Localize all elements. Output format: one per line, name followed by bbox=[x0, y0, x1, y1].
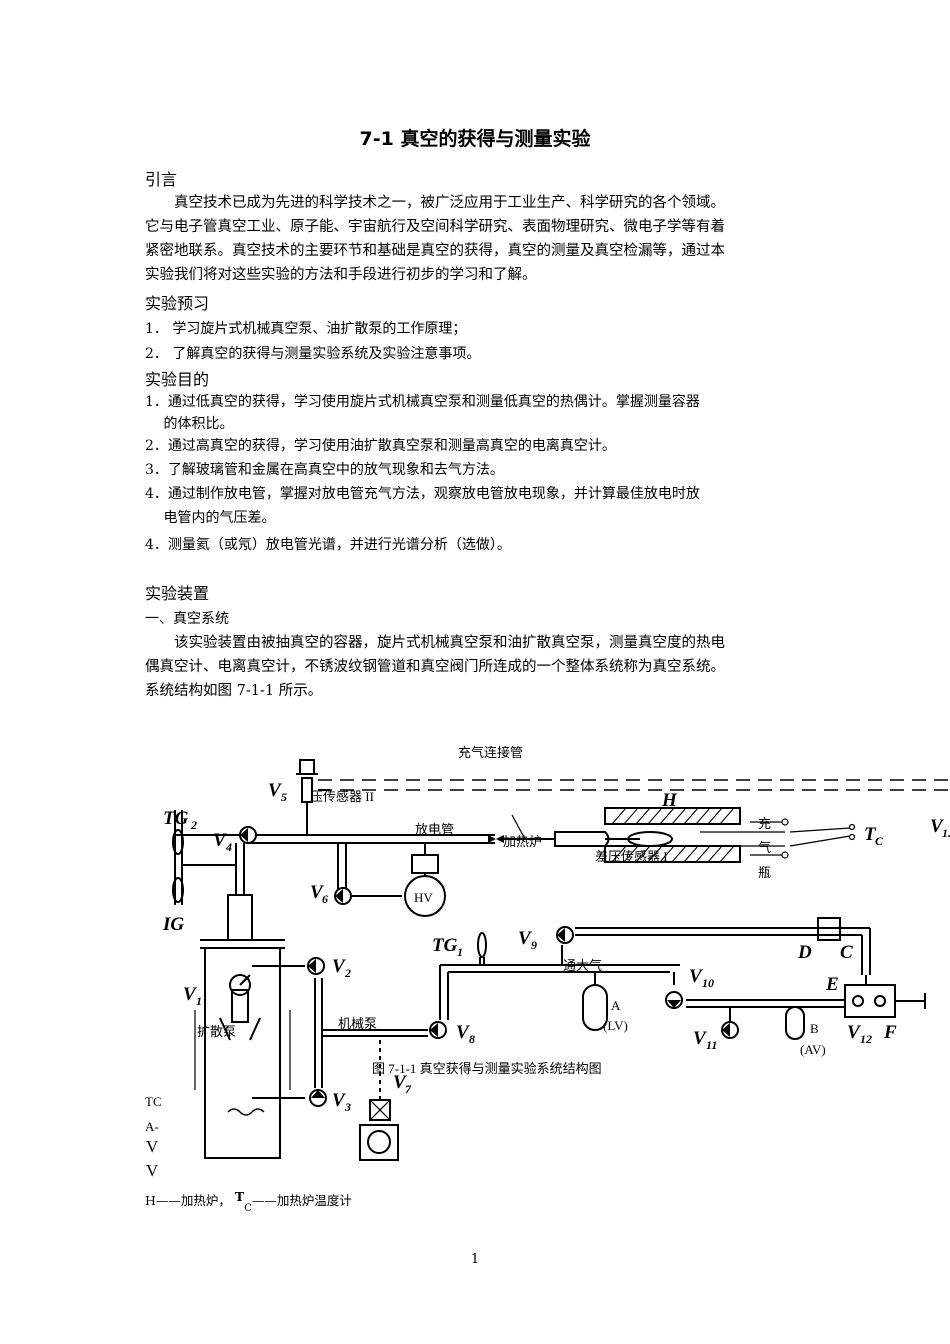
fragment-tc: TC bbox=[145, 1094, 162, 1109]
preview-heading: 实验预习 bbox=[145, 294, 210, 313]
label-heating-furnace: 加热炉 bbox=[503, 834, 542, 849]
purpose-item: 的体积比。 bbox=[145, 416, 234, 432]
label-v11: V bbox=[693, 1028, 707, 1049]
svg-text:5: 5 bbox=[281, 790, 287, 804]
diffusion-pump bbox=[204, 947, 281, 1159]
page-title: 7-1 真空的获得与测量实验 bbox=[359, 128, 591, 150]
svg-text:3: 3 bbox=[344, 1100, 351, 1114]
label-v8: V bbox=[456, 1022, 470, 1043]
purpose-item: 1．通过低真空的获得，学习使用旋片式机械真空泵和测量低真空的热偶计。掌握测量容器 bbox=[145, 394, 700, 410]
fragment-v2: V bbox=[146, 1161, 159, 1180]
purpose-heading: 实验目的 bbox=[145, 370, 210, 389]
label-v7: V bbox=[393, 1072, 407, 1093]
intro-line: 紧密地联系。真空技术的主要环节和基础是真空的获得，真空的测量及真空检漏等，通过本 bbox=[145, 243, 725, 259]
label-hv: HV bbox=[414, 890, 433, 905]
purpose-item: 3．了解玻璃管和金属在高真空中的放气现象和去气方法。 bbox=[145, 462, 504, 478]
label-discharge-tube: 放电管 bbox=[415, 822, 454, 837]
apparatus-subheading: 一、真空系统 bbox=[145, 611, 229, 627]
figure-caption: 图 7-1-1 真空获得与测量实验系统结构图 bbox=[372, 1061, 602, 1076]
label-v5: V bbox=[268, 780, 282, 801]
apparatus-heading: 实验装置 bbox=[145, 584, 210, 603]
purpose-item: 2．通过高真空的获得，学习使用油扩散真空泵和测量高真空的电离真空计。 bbox=[145, 438, 616, 454]
preview-item: 1． 学习旋片式机械真空泵、油扩散泵的工作原理； bbox=[145, 321, 467, 337]
intro-heading: 引言 bbox=[145, 170, 178, 189]
label-c: C bbox=[840, 942, 853, 963]
purpose-item: 4．通过制作放电管，掌握对放电管充气方法，观察放电管放电现象，并计算最佳放电时放 bbox=[145, 486, 700, 502]
label-v10: V bbox=[689, 966, 703, 987]
label-tg1: TG bbox=[432, 935, 458, 956]
svg-text:12: 12 bbox=[860, 1032, 872, 1046]
label-f: F bbox=[883, 1022, 897, 1043]
page-number: 1 bbox=[470, 1252, 480, 1267]
svg-text:1: 1 bbox=[196, 994, 202, 1008]
label-v6: V bbox=[310, 882, 324, 903]
svg-text:6: 6 bbox=[322, 892, 328, 906]
label-bottle-3: 瓶 bbox=[758, 865, 771, 880]
label-v13: V bbox=[930, 816, 944, 837]
label-v1: V bbox=[183, 984, 197, 1005]
label-a: A bbox=[611, 998, 621, 1013]
label-v2: V bbox=[332, 956, 346, 977]
label-d: D bbox=[797, 942, 812, 963]
svg-text:9: 9 bbox=[531, 938, 537, 952]
label-v3: V bbox=[332, 1090, 346, 1111]
intro-line: 它与电子管真空工业、原子能、宇宙航行及空间科学研究、表面物理研究、微电子学等有着 bbox=[145, 219, 725, 235]
label-ig: IG bbox=[162, 914, 184, 935]
av-bottle bbox=[785, 1006, 805, 1040]
label-mech-pump: 机械泵 bbox=[338, 1016, 377, 1031]
fragment-v1: V bbox=[146, 1137, 159, 1156]
svg-text:11: 11 bbox=[706, 1038, 717, 1052]
label-lv: (LV) bbox=[603, 1018, 628, 1033]
svg-text:2: 2 bbox=[344, 966, 351, 980]
fragment-a: A- bbox=[145, 1119, 159, 1134]
label-diff-sensor: 差压传感器 I bbox=[595, 849, 668, 864]
apparatus-line: 偶真空计、电离真空计，不锈波纹钢管道和真空阀门所连成的一个整体系统称为真空系统。 bbox=[145, 659, 725, 675]
label-bottle-1: 充 bbox=[758, 816, 771, 831]
label-tg2: TG bbox=[163, 808, 189, 829]
label-v12: V bbox=[847, 1022, 861, 1043]
label-av: (AV) bbox=[800, 1042, 826, 1057]
intro-line: 真空技术已成为先进的科学技术之一，被广泛应用于工业生产、科学研究的各个领域。 bbox=[145, 195, 725, 211]
purpose-item: 电管内的气压差。 bbox=[145, 510, 276, 526]
legend-line: H——加热炉， TC——加热炉温度计 bbox=[145, 1189, 352, 1214]
label-v4: V bbox=[213, 830, 227, 851]
label-sensor2: 压传感器 II bbox=[310, 789, 374, 804]
label-tc: T bbox=[864, 824, 877, 845]
svg-text:7: 7 bbox=[405, 1082, 412, 1096]
label-v9: V bbox=[518, 928, 532, 949]
label-h: H bbox=[661, 790, 678, 811]
svg-text:C: C bbox=[875, 834, 884, 848]
svg-text:2: 2 bbox=[190, 818, 197, 832]
label-diff-pump: 扩散泵 bbox=[197, 1024, 236, 1039]
svg-text:4: 4 bbox=[225, 840, 232, 854]
lv-bottle bbox=[582, 984, 608, 1031]
mechanical-pump bbox=[359, 1124, 399, 1161]
intro-line: 实验我们将对这些实验的方法和手段进行初步的学习和了解。 bbox=[145, 267, 537, 283]
svg-text:10: 10 bbox=[702, 976, 714, 990]
svg-text:1.: 1. bbox=[942, 826, 950, 840]
apparatus-line: 系统结构如图 7-1-1 所示。 bbox=[145, 683, 323, 699]
purpose-item: 4．测量氦（或氖）放电管光谱，并进行光谱分析（选做）。 bbox=[145, 537, 511, 553]
svg-text:1: 1 bbox=[457, 945, 463, 959]
preview-item: 2． 了解真空的获得与测量实验系统及实验注意事项。 bbox=[145, 346, 481, 362]
label-to-air: 通大气 bbox=[563, 958, 602, 973]
svg-text:8: 8 bbox=[469, 1032, 475, 1046]
label-e: E bbox=[825, 974, 839, 995]
apparatus-line: 该实验装置由被抽真空的容器，旋片式机械真空泵和油扩散真空泵，测量真空度的热电 bbox=[145, 635, 725, 651]
label-b: B bbox=[810, 1021, 819, 1036]
label-bottle-2: 气 bbox=[758, 840, 771, 855]
label-gas-pipe: 充气连接管 bbox=[458, 745, 523, 760]
